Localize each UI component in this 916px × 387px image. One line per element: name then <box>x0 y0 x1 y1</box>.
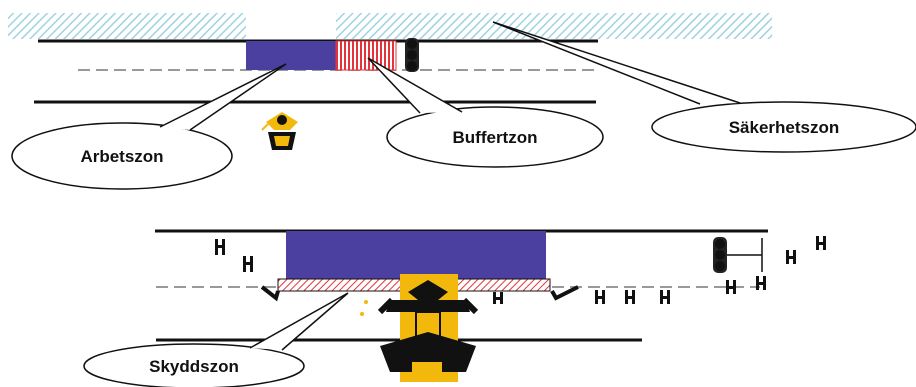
work-zone-block-2 <box>286 231 546 279</box>
callout-arbetszon: Arbetszon <box>11 63 287 190</box>
buffer-zone-block <box>335 40 397 71</box>
safety-zone-left <box>8 13 246 39</box>
road-markers <box>215 236 826 304</box>
road-marker-icon <box>493 292 503 304</box>
worker-icon <box>261 112 298 150</box>
worker-icon <box>360 274 479 382</box>
road-marker-icon <box>595 290 605 304</box>
work-zone-block <box>246 41 336 70</box>
label-sakerhetszon: Säkerhetszon <box>729 118 840 137</box>
road-marker-icon <box>816 236 826 250</box>
road-marker-icon <box>786 250 796 264</box>
label-arbetszon: Arbetszon <box>80 147 163 166</box>
road-marker-icon <box>660 290 670 304</box>
road-marker-icon <box>625 290 635 304</box>
label-skyddszon: Skyddszon <box>149 357 239 376</box>
traffic-light-icon <box>713 237 763 273</box>
traffic-light-icon <box>405 38 419 72</box>
callout-skyddszon: Skyddszon <box>83 292 349 387</box>
road-marker-icon <box>215 239 225 255</box>
barrier-right <box>550 285 579 301</box>
road-marker-icon <box>756 276 766 290</box>
callout-sakerhetszon: Säkerhetszon <box>492 21 916 153</box>
label-buffertzon: Buffertzon <box>453 128 538 147</box>
safety-zone-right <box>336 13 772 39</box>
callout-buffertzon: Buffertzon <box>367 57 604 168</box>
barrier-left <box>260 285 280 302</box>
road-marker-icon <box>243 256 253 272</box>
road-marker-icon <box>726 280 736 294</box>
